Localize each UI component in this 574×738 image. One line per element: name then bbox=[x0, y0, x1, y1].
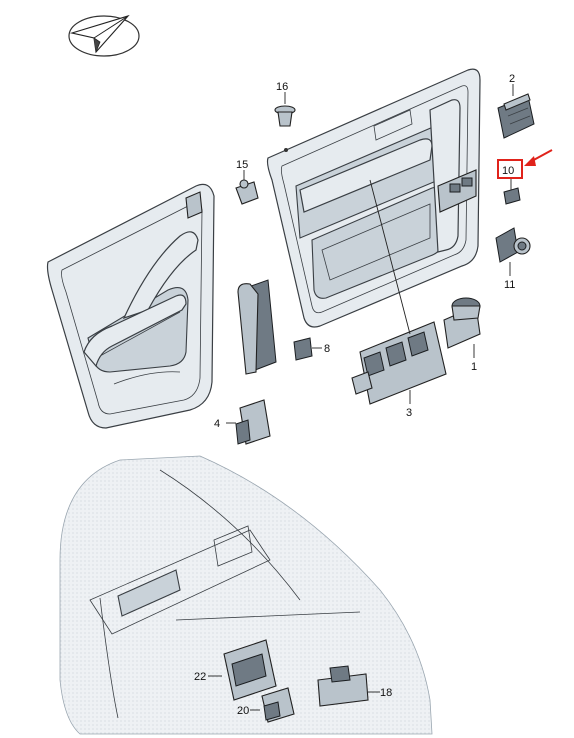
callout-22: 22 bbox=[194, 671, 206, 683]
part-22-switch-housing bbox=[208, 639, 277, 701]
callout-2: 2 bbox=[509, 73, 515, 85]
part-2-switch-module bbox=[497, 84, 535, 139]
part-1-mirror-switch bbox=[443, 297, 481, 358]
part-15-bulb-holder bbox=[235, 170, 259, 205]
callout-1: 1 bbox=[471, 361, 477, 373]
paper-plane-logo-icon bbox=[68, 14, 140, 57]
part-10-switch bbox=[503, 178, 521, 205]
part-3-window-switch-block bbox=[351, 179, 447, 405]
callout-3: 3 bbox=[406, 407, 412, 419]
callout-10: 10 bbox=[502, 165, 514, 177]
part-11-knob-switch bbox=[495, 227, 531, 276]
rear-interior-panel bbox=[59, 455, 433, 735]
callout-11: 11 bbox=[504, 279, 515, 291]
front-door-panel bbox=[266, 68, 481, 328]
part-4-switch bbox=[226, 399, 271, 445]
callout-8: 8 bbox=[324, 343, 330, 355]
part-20-switch bbox=[250, 687, 295, 723]
callout-4: 4 bbox=[214, 418, 220, 430]
highlight-box-10 bbox=[497, 159, 523, 179]
callout-20: 20 bbox=[237, 705, 249, 717]
callout-16: 16 bbox=[276, 81, 288, 93]
callout-18: 18 bbox=[380, 687, 392, 699]
part-16-clip bbox=[274, 92, 296, 127]
part-18-switch bbox=[317, 665, 380, 707]
callout-15: 15 bbox=[236, 159, 248, 171]
rear-door-panel bbox=[46, 183, 215, 429]
red-pointer-arrow-icon bbox=[524, 149, 553, 166]
part-8-small-switch bbox=[293, 337, 322, 361]
pillar-trim bbox=[237, 279, 277, 375]
